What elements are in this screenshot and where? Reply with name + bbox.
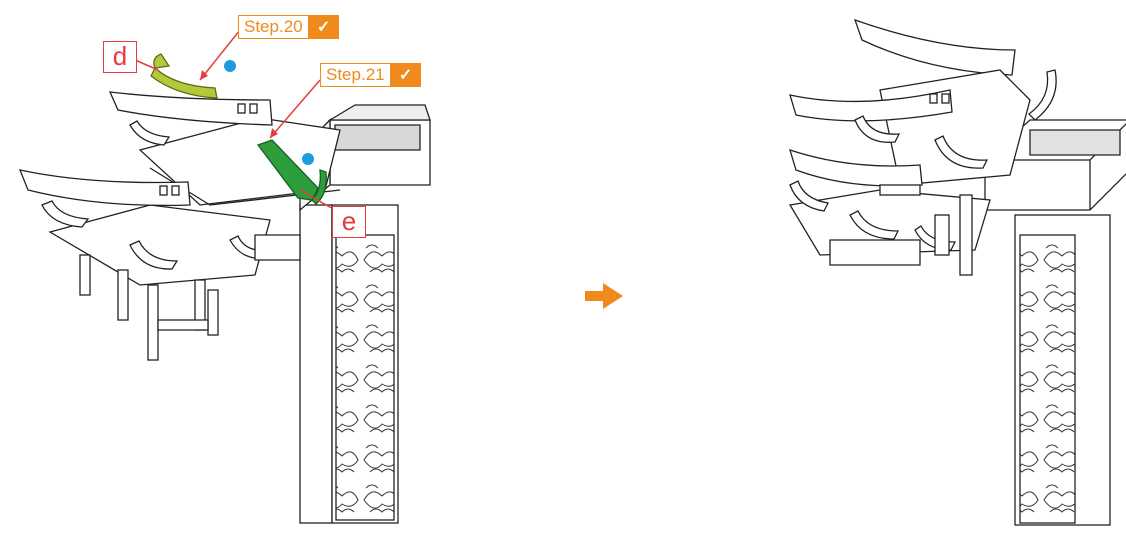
part-d-shape [150, 66, 218, 99]
marker-e [302, 153, 314, 165]
checkmark-icon: ✓ [390, 63, 421, 87]
right-upper-eave [853, 18, 1016, 76]
step-21-label: Step.21 [320, 63, 391, 87]
after-assembly [788, 18, 1126, 526]
part-e-label: e [332, 206, 366, 238]
marker-d [224, 60, 236, 72]
left-column-side [299, 204, 333, 524]
step-20-label: Step.20 [238, 15, 309, 39]
part-d-label: d [103, 41, 137, 73]
left-column-carving [335, 234, 395, 521]
step-20-callout: Step.20 ✓ [238, 15, 339, 39]
right-lower-eave [789, 148, 923, 187]
before-assembly [18, 29, 431, 524]
right-middle-eave [789, 89, 953, 122]
checkmark-icon: ✓ [308, 15, 339, 39]
left-upper-eave [108, 91, 273, 126]
left-lower-eave [18, 169, 191, 207]
right-column-carving [1019, 234, 1076, 524]
step-21-callout: Step.21 ✓ [320, 63, 421, 87]
part-e-shape [256, 139, 319, 201]
right-arrow-icon [585, 283, 623, 309]
